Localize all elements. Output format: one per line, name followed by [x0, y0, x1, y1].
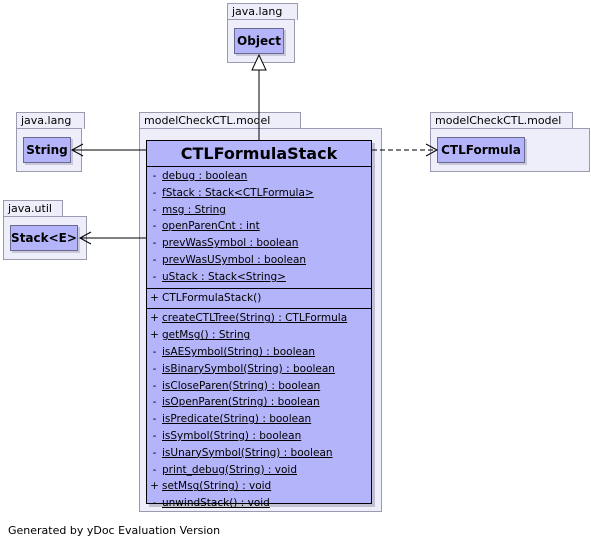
visibility-marker: -: [152, 379, 157, 392]
field-row[interactable]: -fStack : Stack<CTLFormula>: [147, 185, 371, 202]
class-ctlformula-label: CTLFormula: [441, 143, 521, 157]
visibility-marker: -: [152, 270, 157, 283]
field-row-text: uStack : Stack<String>: [162, 270, 286, 283]
visibility-marker: -: [152, 253, 157, 266]
visibility-marker: -: [152, 463, 157, 476]
method-row[interactable]: -unwindStack() : void: [147, 495, 371, 512]
method-row[interactable]: +createCTLTree(String) : CTLFormula: [147, 310, 371, 327]
method-row[interactable]: +getMsg() : String: [147, 327, 371, 344]
method-row-text: createCTLTree(String) : CTLFormula: [162, 312, 348, 325]
method-row-text: isBinarySymbol(String) : boolean: [162, 362, 335, 375]
visibility-marker: -: [152, 170, 157, 182]
method-row[interactable]: -isOpenParen(String) : boolean: [147, 394, 371, 411]
visibility-marker: -: [152, 362, 157, 375]
visibility-marker: +: [150, 480, 159, 493]
field-row-text: fStack : Stack<CTLFormula>: [162, 186, 314, 199]
visibility-marker: -: [152, 497, 157, 510]
visibility-marker: -: [152, 203, 157, 216]
class-stack[interactable]: Stack<E>: [10, 225, 78, 251]
visibility-marker: -: [152, 345, 157, 358]
visibility-marker: +: [150, 312, 159, 325]
class-string-label: String: [26, 143, 68, 157]
association-stack-arrowhead: [78, 231, 92, 245]
method-row-text: unwindStack() : void: [162, 497, 270, 510]
class-ctlformula[interactable]: CTLFormula: [437, 137, 525, 163]
method-row[interactable]: -isSymbol(String) : boolean: [147, 428, 371, 445]
visibility-marker: -: [152, 413, 157, 426]
field-row-text: prevWasUSymbol : boolean: [162, 253, 307, 266]
class-object-label: Object: [237, 34, 281, 48]
visibility-marker: +: [150, 291, 159, 304]
visibility-marker: +: [150, 329, 159, 342]
field-row[interactable]: -prevWasSymbol : boolean: [147, 235, 371, 252]
dependency-ctlformula-arrowhead: [425, 143, 439, 157]
method-row[interactable]: -isBinarySymbol(String) : boolean: [147, 361, 371, 378]
package-tab-java-lang-left: java.lang: [16, 112, 85, 129]
field-row-text: openParenCnt : int: [162, 220, 260, 233]
visibility-marker: -: [152, 237, 157, 250]
method-row-text: isSymbol(String) : boolean: [162, 429, 302, 442]
field-row[interactable]: -prevWasUSymbol : boolean: [147, 252, 371, 269]
field-row-text: debug : boolean: [162, 170, 248, 182]
class-object[interactable]: Object: [234, 28, 284, 54]
visibility-marker: -: [152, 429, 157, 442]
visibility-marker: -: [152, 446, 157, 459]
method-row[interactable]: +setMsg(String) : void: [147, 478, 371, 495]
method-row-text: print_debug(String) : void: [162, 463, 297, 476]
method-row-text: isCloseParen(String) : boolean: [162, 379, 321, 392]
package-tab-java-lang-top: java.lang: [227, 3, 298, 20]
class-string[interactable]: String: [23, 137, 71, 163]
field-row[interactable]: -debug : boolean: [147, 168, 371, 185]
package-tab-model-main: modelCheckCTL.model: [139, 112, 301, 129]
method-row[interactable]: -isCloseParen(String) : boolean: [147, 378, 371, 395]
visibility-marker: -: [152, 186, 157, 199]
fields-section: -debug : boolean-fStack : Stack<CTLFormu…: [147, 167, 371, 289]
constructors-section: +CTLFormulaStack(): [147, 289, 371, 310]
class-ctlformulastack[interactable]: CTLFormulaStack -debug : boolean-fStack …: [146, 140, 372, 509]
class-ctlformulastack-title: CTLFormulaStack: [147, 141, 371, 167]
field-row-text: msg : String: [162, 203, 226, 216]
class-stack-label: Stack<E>: [11, 231, 77, 245]
method-row-text: isAESymbol(String) : boolean: [162, 345, 316, 358]
field-row-text: prevWasSymbol : boolean: [162, 237, 299, 250]
constructor-row-text: CTLFormulaStack(): [162, 291, 262, 304]
methods-section: +createCTLTree(String) : CTLFormula+getM…: [147, 309, 371, 514]
field-row[interactable]: -uStack : Stack<String>: [147, 269, 371, 286]
field-row[interactable]: -msg : String: [147, 202, 371, 219]
method-row-text: getMsg() : String: [162, 329, 251, 342]
method-row[interactable]: -isAESymbol(String) : boolean: [147, 344, 371, 361]
method-row[interactable]: -isUnarySymbol(String) : boolean: [147, 445, 371, 462]
method-row-text: isPredicate(String) : boolean: [162, 413, 312, 426]
visibility-marker: -: [152, 396, 157, 409]
visibility-marker: -: [152, 220, 157, 233]
method-row[interactable]: -print_debug(String) : void: [147, 462, 371, 479]
constructor-row[interactable]: +CTLFormulaStack(): [147, 290, 371, 307]
footer-text: Generated by yDoc Evaluation Version: [8, 524, 221, 537]
field-row[interactable]: -openParenCnt : int: [147, 218, 371, 235]
inheritance-arrowhead: [251, 53, 267, 71]
method-row-text: setMsg(String) : void: [162, 480, 272, 493]
package-tab-java-util: java.util: [3, 200, 63, 217]
method-row-text: isOpenParen(String) : boolean: [162, 396, 320, 409]
method-row-text: isUnarySymbol(String) : boolean: [162, 446, 333, 459]
package-tab-model-right: modelCheckCTL.model: [430, 112, 573, 129]
association-string-arrowhead: [70, 143, 84, 157]
method-row[interactable]: -isPredicate(String) : boolean: [147, 411, 371, 428]
